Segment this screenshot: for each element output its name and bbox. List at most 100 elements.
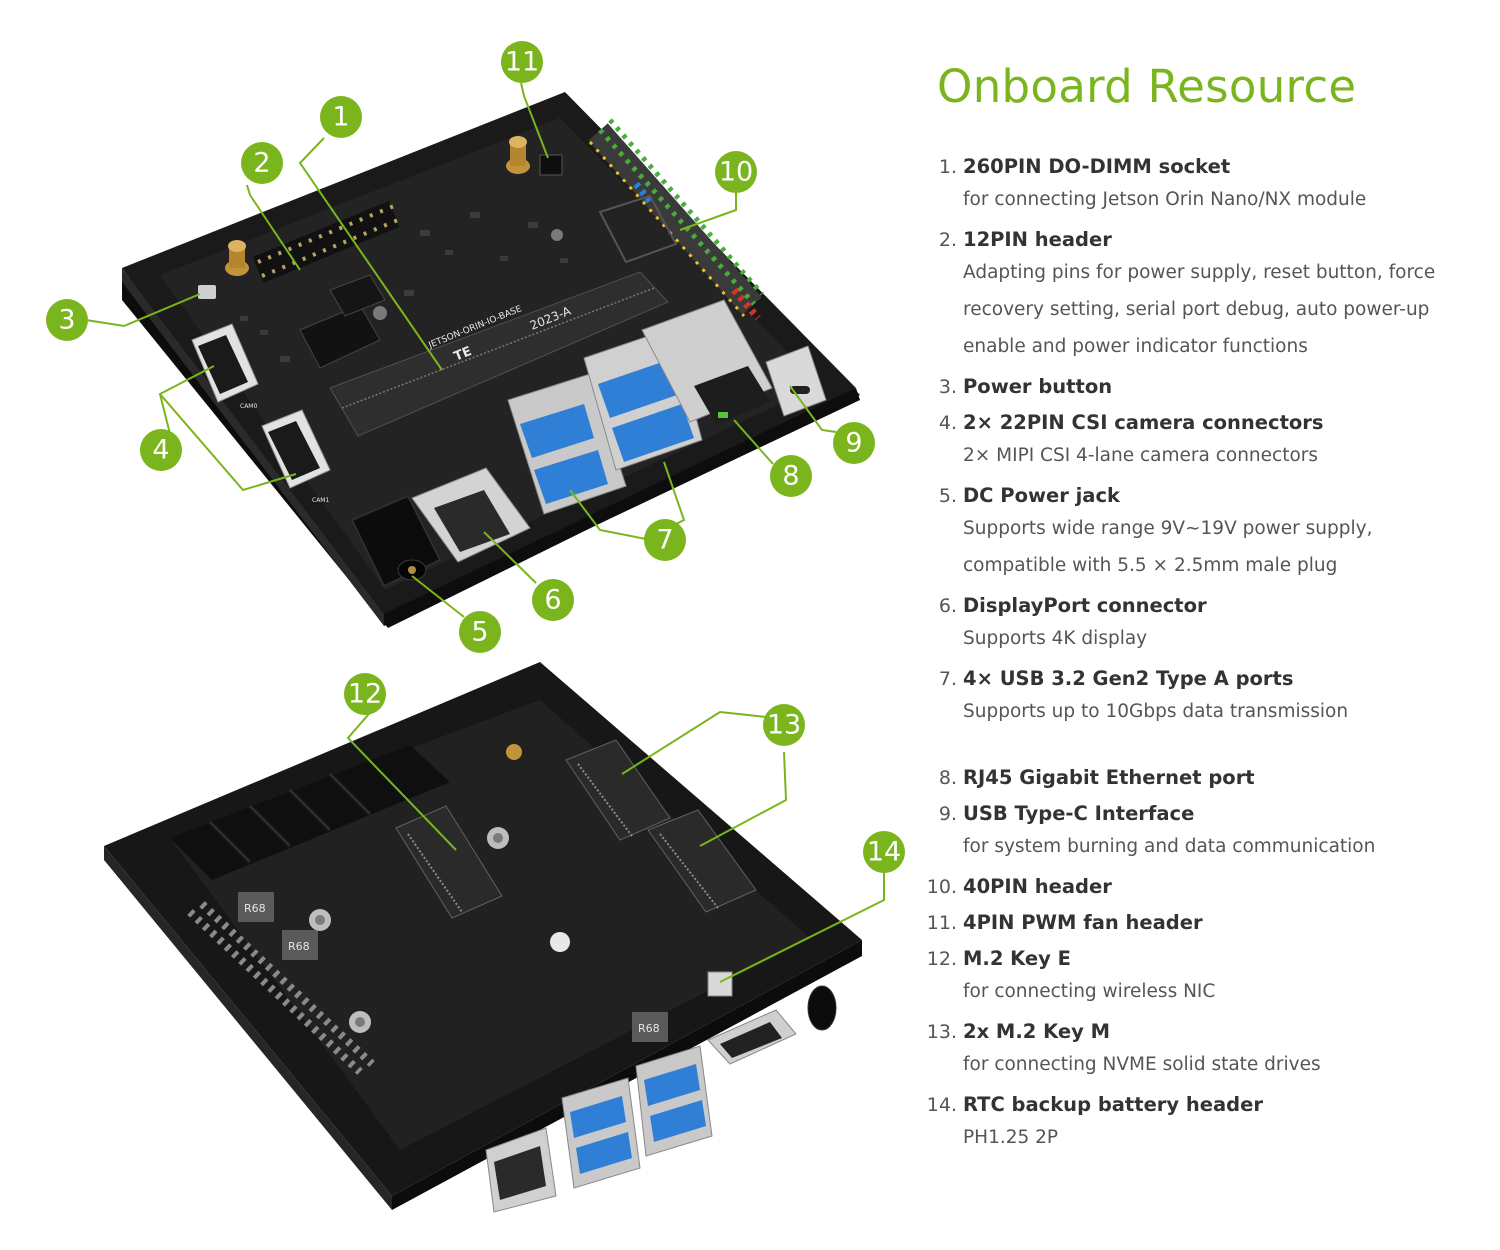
- feature-number: 11.: [926, 912, 957, 934]
- chip-b: [329, 274, 386, 317]
- callout-2: 2: [241, 142, 283, 184]
- svg-text:10: 10: [719, 157, 753, 188]
- svg-text:6: 6: [544, 585, 561, 616]
- feature-title: DisplayPort connector: [963, 594, 1207, 617]
- feature-description: compatible with 5.5 × 2.5mm male plug: [963, 555, 1338, 576]
- fan-4pin-header: [539, 154, 563, 176]
- feature-description: for connecting NVME solid state drives: [963, 1054, 1321, 1075]
- callout-8: 8: [770, 455, 812, 497]
- svg-text:8: 8: [782, 461, 799, 492]
- svg-text:2: 2: [253, 148, 270, 179]
- screw-posts: [309, 744, 570, 1033]
- feature-description: 2× MIPI CSI 4-lane camera connectors: [963, 445, 1319, 466]
- feature-title: USB Type-C Interface: [963, 802, 1195, 825]
- silk-cam0: CAM0: [240, 403, 257, 410]
- svg-text:1: 1: [332, 102, 349, 133]
- callout-12: 12: [344, 673, 386, 715]
- feature-number: 10.: [926, 876, 957, 898]
- svg-text:12: 12: [348, 679, 382, 710]
- svg-text:3: 3: [58, 305, 75, 336]
- chip-a: [299, 304, 381, 369]
- silk-cam1: CAM1: [312, 497, 329, 504]
- rj45-ethernet-port: [641, 299, 773, 424]
- bottom-case-front: [104, 846, 392, 1210]
- feature-title: 4× USB 3.2 Gen2 Type A ports: [963, 667, 1294, 690]
- power-button: [198, 285, 216, 299]
- svg-text:4: 4: [152, 435, 169, 466]
- page-title: Onboard Resource: [937, 60, 1357, 113]
- feature-title: RTC backup battery header: [963, 1093, 1263, 1116]
- inductor-label-1: R68: [244, 902, 266, 915]
- callout-4: 4: [140, 429, 182, 471]
- feature-description: for connecting Jetson Orin Nano/NX modul…: [963, 189, 1367, 210]
- bottom-board-view: R68 R68 R68: [104, 662, 862, 1213]
- csi-camera-connectors: CAM0 CAM1: [191, 323, 331, 504]
- callout-5: 5: [459, 611, 501, 653]
- brass-standoffs: [225, 136, 530, 276]
- callout-9: 9: [833, 422, 875, 464]
- svg-text:5: 5: [471, 617, 488, 648]
- feature-description: PH1.25 2P: [963, 1127, 1059, 1148]
- callout-11: 11: [501, 41, 543, 83]
- svg-text:14: 14: [867, 837, 901, 868]
- m2-key-e-slot: [395, 805, 503, 919]
- feature-number: 12.: [926, 948, 957, 970]
- feature-title: 40PIN header: [963, 875, 1112, 898]
- m2-key-m-slots: [565, 739, 757, 913]
- feature-number: 8.: [938, 767, 957, 789]
- feature-number: 5.: [938, 485, 957, 507]
- feature-number: 3.: [938, 376, 957, 398]
- feature-number: 1.: [938, 156, 957, 178]
- feature-title: RJ45 Gigabit Ethernet port: [963, 766, 1255, 789]
- feature-number: 2.: [938, 229, 957, 251]
- callout-7: 7: [644, 519, 686, 561]
- feature-number: 4.: [938, 412, 957, 434]
- feature-number: 13.: [926, 1021, 957, 1043]
- rear-ports: [485, 985, 837, 1213]
- feature-item: 11.4PIN PWM fan header: [927, 909, 1490, 937]
- callout-13: 13: [763, 704, 805, 746]
- svg-text:7: 7: [656, 525, 673, 556]
- callout-3: 3: [46, 299, 88, 341]
- inductor-label-2: R68: [288, 940, 310, 953]
- feature-number: 9.: [938, 803, 957, 825]
- svg-text:13: 13: [767, 710, 801, 741]
- feature-number: 7.: [938, 668, 957, 690]
- feature-title: 12PIN header: [963, 228, 1112, 251]
- feature-title: Power button: [963, 375, 1113, 398]
- frame-cell-lines: [208, 772, 372, 864]
- top-case-side: [122, 268, 384, 626]
- top-board-view: JETSON-ORIN-IO-BASE TE 2023-A CAM0 CAM1: [122, 92, 860, 628]
- feature-description: enable and power indicator functions: [963, 336, 1308, 357]
- onboard-resource-panel: Onboard Resource 1.260PIN DO-DIMM socket…: [927, 60, 1490, 1164]
- feature-number: 6.: [938, 595, 957, 617]
- callout-markers: 1 2 3 4 5 6 7 8 9 10 11 12 13 14: [46, 41, 905, 873]
- rtc-battery-header: [707, 971, 733, 997]
- feature-description: for system burning and data communicatio…: [963, 836, 1376, 857]
- feature-description: for connecting wireless NIC: [963, 981, 1216, 1002]
- callout-14: 14: [863, 831, 905, 873]
- feature-description: Supports up to 10Gbps data transmission: [963, 701, 1349, 722]
- feature-item: 9. USB Type-C Interface for system burning…: [935, 800, 1490, 865]
- feature-description: Adapting pins for power supply, reset bu…: [963, 262, 1436, 283]
- svg-text:11: 11: [505, 47, 539, 78]
- callout-6: 6: [532, 579, 574, 621]
- callout-leader-lines: [85, 82, 885, 983]
- svg-text:9: 9: [845, 428, 862, 459]
- dc-power-jack: [350, 494, 442, 588]
- feature-title: 2x M.2 Key M: [963, 1020, 1111, 1043]
- top-case-side-right: [384, 388, 860, 626]
- power-inductors: R68 R68 R68: [238, 892, 668, 1042]
- bottom-case-frame-cells: [170, 745, 450, 880]
- feature-description: recovery setting, serial port debug, aut…: [963, 299, 1430, 320]
- callout-10: 10: [715, 151, 757, 193]
- callout-1: 1: [320, 96, 362, 138]
- feature-number: 14.: [926, 1094, 957, 1116]
